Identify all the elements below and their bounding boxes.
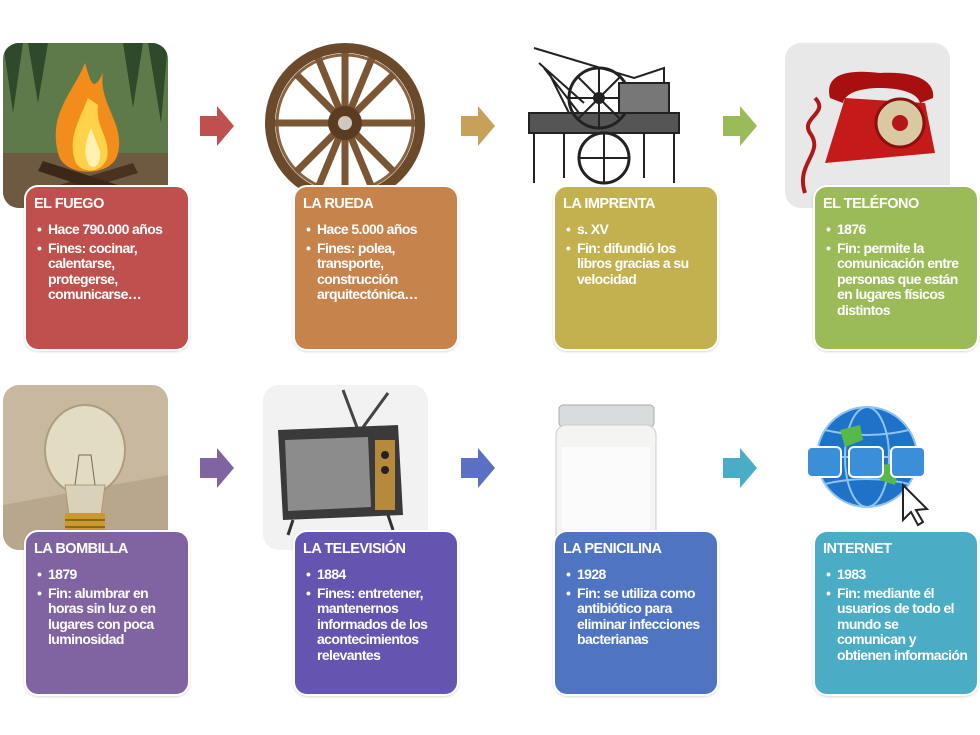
television-image (263, 385, 428, 550)
arrow-shape (723, 106, 757, 146)
arrow-shape (723, 448, 757, 488)
card-title: INTERNET (823, 541, 892, 557)
card-bullet: Hace 5.000 años (306, 221, 449, 238)
card-bullet: 1983 (826, 566, 969, 583)
card-light-bulb: LA BOMBILLA 1879 Fin: alumbrar en horas … (24, 530, 190, 696)
card-telephone: EL TELÉFONO 1876 Fin: permite la comunic… (813, 185, 979, 351)
card-bullet: Fin: difundió los libros gracias a su ve… (566, 240, 709, 288)
card-title: EL TELÉFONO (823, 196, 919, 212)
light-bulb-icon (3, 385, 168, 550)
campfire-icon (3, 43, 168, 208)
card-bullet: Fines: entretener, mantenernos informado… (306, 585, 449, 664)
card-internet: INTERNET 1983 Fin: mediante él usuarios … (813, 530, 979, 696)
card-bullet: 1879 (37, 566, 180, 583)
penicillin-image (524, 385, 689, 550)
card-bullet: Fines: cocinar, calentarse, protegerse, … (37, 240, 180, 303)
card-title: LA RUEDA (303, 196, 374, 212)
light-bulb-image (3, 385, 168, 550)
card-bullet: 1884 (306, 566, 449, 583)
penicillin-vial-icon (524, 385, 689, 550)
arrow-right-icon (200, 106, 234, 146)
printing-press-icon (524, 43, 689, 208)
card-bullet: 1876 (826, 221, 969, 238)
card-title: LA IMPRENTA (563, 196, 655, 212)
card-bullet: Fines: polea, transporte, construcción a… (306, 240, 449, 303)
printing-press-image (524, 43, 689, 208)
card-wheel: LA RUEDA Hace 5.000 años Fines: polea, t… (293, 185, 459, 351)
rotary-telephone-icon (785, 43, 950, 208)
arrow-shape (200, 448, 234, 488)
www-globe-icon (785, 385, 950, 550)
card-title: LA TELEVISIÓN (303, 541, 406, 557)
television-icon (263, 385, 428, 550)
arrow-right-icon (461, 448, 495, 488)
arrow-shape (461, 106, 495, 146)
card-bullet: Fin: permite la comunicación entre perso… (826, 240, 969, 319)
card-bullet: s. XV (566, 221, 709, 238)
card-bullet: Fin: mediante él usuarios de todo el mun… (826, 585, 969, 664)
card-bullet: Fin: se utiliza como antibiótico para el… (566, 585, 709, 648)
wooden-wheel-icon (263, 43, 428, 208)
card-television: LA TELEVISIÓN 1884 Fines: entretener, ma… (293, 530, 459, 696)
card-bullet: Hace 790.000 años (37, 221, 180, 238)
card-bullet: Fin: alumbrar en horas sin luz o en luga… (37, 585, 180, 648)
card-printing-press: LA IMPRENTA s. XV Fin: difundió los libr… (553, 185, 719, 351)
arrow-right-icon (461, 106, 495, 146)
card-title: LA BOMBILLA (34, 541, 128, 557)
telephone-image (785, 43, 950, 208)
card-penicillin: LA PENICILINA 1928 Fin: se utiliza como … (553, 530, 719, 696)
arrow-shape (200, 106, 234, 146)
card-bullet: 1928 (566, 566, 709, 583)
wheel-image (263, 43, 428, 208)
fire-image (3, 43, 168, 208)
internet-image (785, 385, 950, 550)
card-title: LA PENICILINA (563, 541, 662, 557)
arrow-right-icon (723, 448, 757, 488)
arrow-right-icon (200, 448, 234, 488)
arrow-shape (461, 448, 495, 488)
arrow-right-icon (723, 106, 757, 146)
card-fire: EL FUEGO Hace 790.000 años Fines: cocina… (24, 185, 190, 351)
card-title: EL FUEGO (34, 196, 104, 212)
